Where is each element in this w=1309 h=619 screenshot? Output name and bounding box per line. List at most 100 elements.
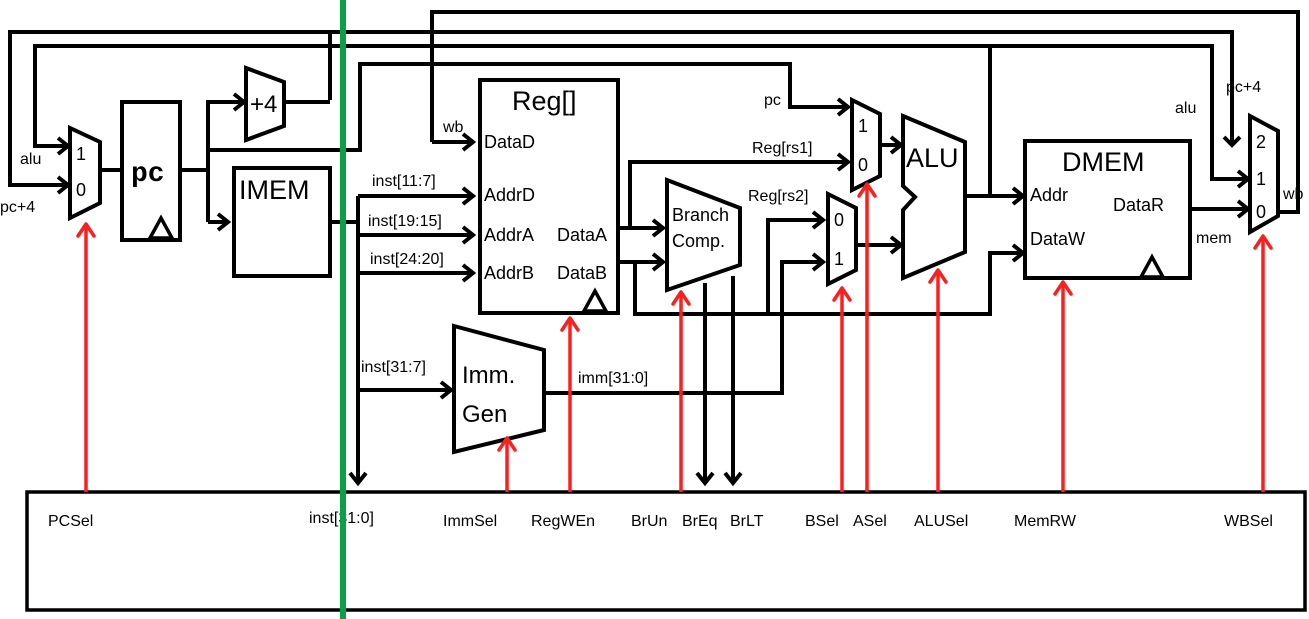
ctl-bsel-head [832, 286, 852, 302]
port-addrb: AddrB [484, 263, 534, 283]
wb-mux-in-2: 2 [1256, 132, 1266, 152]
ctl-memrw-head [1053, 280, 1073, 296]
wire-wb-feedback [430, 10, 1300, 214]
label-reg-rs2: Reg[rs2] [748, 188, 808, 205]
control-unit [25, 490, 1307, 612]
arrow-imem [216, 212, 232, 232]
a-mux-in-0: 0 [858, 155, 868, 175]
dmem-clock-icon [1138, 253, 1166, 279]
wire-pc4-to-pcmux [8, 30, 330, 187]
port-dataa: DataA [557, 225, 607, 245]
ctl-wbsel-head [1253, 234, 1273, 250]
arrow-wbmux-2 [1222, 135, 1242, 148]
branch-label-1: Branch [672, 205, 729, 225]
wire-pc-to-amux [208, 62, 845, 152]
ctl-label-pcsel: PCSel [48, 513, 93, 530]
b-mux-in-0: 0 [834, 210, 844, 230]
label-mem: mem [1196, 230, 1232, 247]
label-pc4-right: pc+4 [1226, 79, 1261, 96]
ctl-regwen-head [560, 316, 580, 332]
regfile-clock-icon [581, 287, 609, 313]
arrow-branch-b [651, 252, 667, 272]
label-wb: wb [442, 119, 464, 136]
arrow-brlt [723, 471, 743, 487]
port-addra: AddrA [484, 225, 534, 245]
ctl-label-brun: BrUn [631, 513, 667, 530]
ctl-label-alusel: ALUSel [914, 513, 968, 530]
arrow-addrd [461, 186, 477, 206]
port-addrd: AddrD [484, 185, 535, 205]
ctl-label-memrw: MemRW [1014, 513, 1077, 530]
dmem-block [1023, 139, 1192, 280]
pc-register [120, 100, 182, 242]
wb-mux-in-0: 0 [1256, 202, 1266, 222]
branch-label-2: Comp. [672, 231, 725, 251]
signal-labels: alu pc+4 wb inst[11:7] inst[19:15] inst[… [0, 79, 1304, 387]
ctl-asel-head [857, 182, 877, 198]
wire-alu-to-wbmux [990, 44, 1245, 181]
wire-rs1-to-amux [628, 160, 845, 228]
immgen-label-1: Imm. [462, 362, 515, 389]
label-imm: imm[31:0] [578, 370, 648, 387]
immgen-block [452, 323, 546, 455]
ctl-label-wbsel: WBSel [1224, 513, 1273, 530]
arrow-amux-pc [836, 97, 852, 117]
arrow-bmux-imm [811, 252, 827, 272]
ctl-label-bsel: BSel [805, 513, 839, 530]
b-mux-in-1: 1 [834, 249, 844, 269]
label-alu-left: alu [20, 151, 41, 168]
ctl-brun-head [671, 290, 691, 306]
pc-mux [68, 124, 102, 222]
ctl-immsel-head [497, 436, 517, 452]
imem-block [232, 166, 332, 278]
ctl-label-asel: ASel [853, 513, 887, 530]
arrow-inst-down [348, 471, 368, 487]
label-pc4-left: pc+4 [0, 199, 35, 216]
imem-label: IMEM [239, 175, 310, 205]
wire-pc4-to-wbmux [328, 30, 1234, 142]
ctl-label-immsel: ImmSel [443, 513, 497, 530]
arrow-amux-rs1 [836, 152, 852, 172]
regfile-label: Reg[] [512, 86, 577, 116]
port-datad: DataD [484, 132, 535, 152]
wire-rs2-to-bmux [766, 218, 820, 314]
regfile-block [478, 78, 620, 315]
label-alu-right: alu [1175, 100, 1196, 117]
ctl-label-breq: BrEq [682, 513, 718, 530]
wire-dataB-down [633, 251, 1020, 316]
wb-mux [1248, 112, 1280, 236]
arrow-addrb [461, 263, 477, 283]
label-inst-19-15: inst[19:15] [368, 213, 442, 230]
arrow-datad [461, 132, 477, 152]
port-dataw: DataW [1030, 229, 1085, 249]
wire-alu-to-pcmux [33, 44, 992, 196]
port-datab: DataB [557, 263, 607, 283]
label-inst-11-7: inst[11:7] [372, 173, 436, 190]
port-addr: Addr [1030, 185, 1068, 205]
label-wb-right: wb [1282, 186, 1304, 203]
label-inst-24-20: inst[24:20] [370, 251, 444, 268]
a-mux-in-1: 1 [858, 116, 868, 136]
dmem-label: DMEM [1062, 147, 1145, 177]
port-datar: DataR [1113, 195, 1164, 215]
pc-mux-in-1: 1 [76, 144, 86, 164]
wire-imm [545, 260, 820, 395]
pc-label: pc [131, 159, 165, 190]
ctl-pcsel-head [76, 222, 96, 238]
wb-mux-in-1: 1 [1256, 169, 1266, 189]
pc-mux-in-0: 0 [76, 180, 86, 200]
label-reg-rs1: Reg[rs1] [752, 140, 812, 157]
arrow-addra [461, 225, 477, 245]
arrow-bmux-rs2 [811, 210, 827, 230]
arrow-immgen [439, 380, 455, 400]
alu-label: ALU [906, 143, 959, 173]
ctl-label-regwen: RegWEn [531, 513, 595, 530]
label-inst-31-7: inst[31:7] [361, 359, 426, 376]
wires [8, 10, 1300, 480]
plus4-label: +4 [250, 91, 277, 118]
ctl-alusel-head [928, 268, 948, 284]
ctl-label-brlt: BrLT [730, 513, 764, 530]
plus4-adder [244, 65, 286, 143]
